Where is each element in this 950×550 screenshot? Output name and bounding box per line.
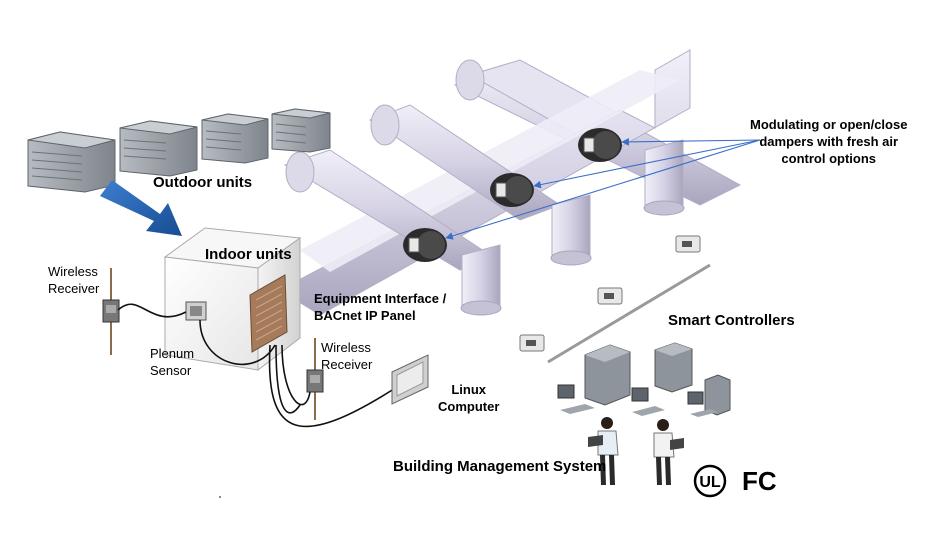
fcc-logo: FC <box>742 466 777 496</box>
bms-equipment <box>557 342 731 485</box>
dampers-label: Modulating or open/close dampers with fr… <box>750 116 907 167</box>
duct-drop-3 <box>644 139 684 211</box>
linux-computer-line-2: Computer <box>438 399 500 414</box>
smart-controllers-devices <box>519 235 711 364</box>
smart-controller-1 <box>519 334 545 352</box>
plenum-sensor-label: Plenum Sensor <box>150 345 194 379</box>
ul-logo-text: UL <box>699 474 721 491</box>
server-rack-3 <box>704 374 731 416</box>
outdoor-unit-3 <box>201 113 269 164</box>
damper-pointers <box>445 138 761 240</box>
duct-drop-2 <box>551 194 591 261</box>
workstation-1 <box>557 384 595 414</box>
workstation-2 <box>631 387 665 416</box>
equipment-interface-line-2: BACnet IP Panel <box>314 308 416 323</box>
airflow-arrow <box>100 180 182 236</box>
wireless-receiver-mid-label: Wireless Receiver <box>321 339 372 373</box>
dampers-line-3: control options <box>781 151 877 166</box>
stray-dot <box>219 496 221 498</box>
damper-2 <box>490 173 534 207</box>
smart-controller-3 <box>675 235 701 253</box>
indoor-unit <box>163 227 302 372</box>
wireless-receiver-mid-line-2: Receiver <box>321 357 373 372</box>
dampers-line-2: dampers with fresh air <box>759 134 899 149</box>
cables <box>117 303 401 428</box>
wireless-receiver-left-label: Wireless Receiver <box>48 263 99 297</box>
dampers <box>403 128 622 262</box>
wireless-receiver-mid-device <box>306 338 324 420</box>
dampers-line-1: Modulating or open/close <box>750 117 908 132</box>
duct-drop-1 <box>461 244 501 311</box>
workstation-3 <box>687 391 718 417</box>
outdoor-unit-4 <box>271 108 331 153</box>
plenum-sensor-line-1: Plenum <box>150 346 195 361</box>
ul-logo: UL <box>693 464 727 498</box>
outdoor-units-label: Outdoor units <box>153 174 253 191</box>
outdoor-unit-2 <box>119 120 198 177</box>
equipment-interface-line-1: Equipment Interface / <box>314 291 447 306</box>
linux-computer-label: Linux Computer <box>438 381 499 415</box>
equipment-interface-panel <box>249 274 288 353</box>
indoor-units-label: Indoor units <box>205 246 292 263</box>
linux-computer-line-1: Linux <box>451 382 487 397</box>
person-with-laptop-1 <box>588 417 619 485</box>
smart-controller-2 <box>597 287 623 305</box>
wireless-receiver-left-line-1: Wireless <box>48 264 98 279</box>
person-with-laptop-2 <box>653 419 684 485</box>
server-rack-1 <box>584 344 631 406</box>
server-rack-2 <box>654 342 693 393</box>
fcc-logo-text: FC <box>742 466 777 496</box>
plenum-sensor-line-2: Sensor <box>150 363 192 378</box>
wireless-receiver-left-line-2: Receiver <box>48 281 100 296</box>
outdoor-units <box>27 108 331 193</box>
linux-computer-device <box>391 354 429 405</box>
equipment-interface-label: Equipment Interface / BACnet IP Panel <box>314 290 446 324</box>
damper-3 <box>578 128 622 162</box>
smart-controllers-label: Smart Controllers <box>668 312 795 329</box>
plenum-sensor-device <box>185 301 207 321</box>
wireless-receiver-mid-line-1: Wireless <box>321 340 371 355</box>
wireless-receiver-left-device <box>102 268 120 355</box>
damper-1 <box>403 228 447 262</box>
outdoor-unit-1 <box>27 131 116 193</box>
bms-label: Building Management System <box>393 458 607 475</box>
